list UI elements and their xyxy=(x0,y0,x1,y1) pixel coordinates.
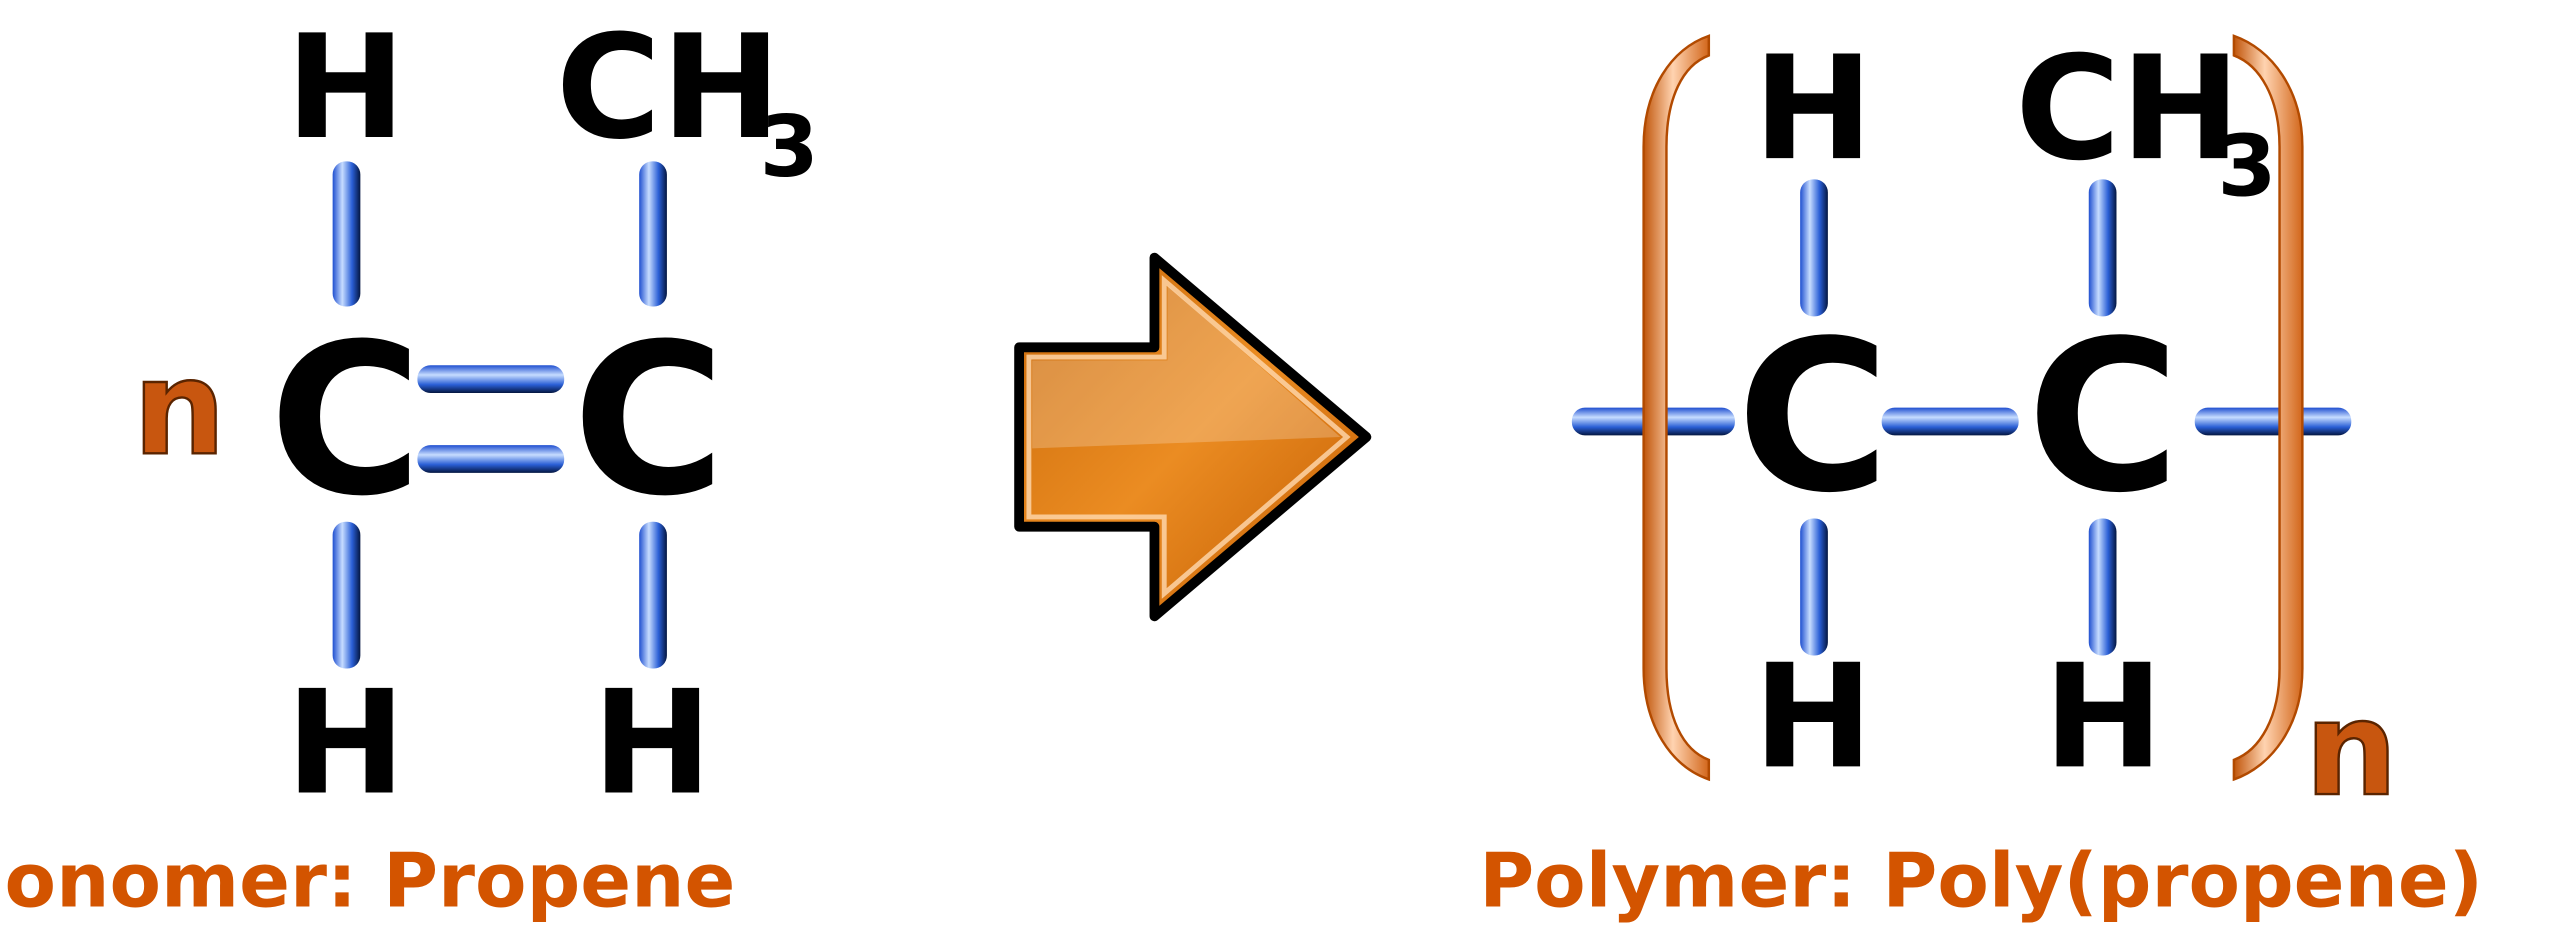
atom-ch3-subscript: 3 xyxy=(2217,117,2276,216)
atom-h-bottom-left: H xyxy=(286,659,406,826)
bond-chain-right xyxy=(2194,407,2352,436)
bond-double-bottom xyxy=(417,445,565,473)
bond-double-top xyxy=(417,365,565,393)
right-bracket xyxy=(2232,34,2304,782)
bond-chain-middle xyxy=(1881,407,2019,436)
left-bracket xyxy=(1642,34,1711,782)
bond-single xyxy=(1800,179,1828,317)
atom-h-bottom-right: H xyxy=(2043,633,2163,800)
atom-h-top: H xyxy=(1753,25,1873,192)
atom-c2: C xyxy=(572,299,725,542)
monomer-label: Monomer: Propene xyxy=(0,837,735,925)
monomer-coefficient: n xyxy=(133,332,226,484)
atom-h-bottom-right: H xyxy=(592,659,712,826)
reaction-arrow-icon xyxy=(1014,252,1372,622)
polymer-label: Polymer: Poly(propene) xyxy=(1479,837,2483,925)
atom-ch3: CH xyxy=(2015,25,2240,192)
atom-c1: C xyxy=(269,299,422,542)
bond-single xyxy=(332,521,361,669)
bond-single xyxy=(2088,179,2117,317)
bond-single xyxy=(639,521,667,669)
polymer-structure: H CH 3 C C H H n Polymer: Poly(propene) xyxy=(1479,25,2483,924)
monomer-structure: n H CH 3 C C H H Monomer: Propene xyxy=(0,4,819,925)
atom-ch3-subscript: 3 xyxy=(760,97,819,196)
atom-h-top: H xyxy=(286,4,406,171)
bond-single xyxy=(639,161,667,307)
atom-c2: C xyxy=(2027,296,2180,539)
polymer-subscript-n: n xyxy=(2305,673,2398,825)
bond-single xyxy=(2088,518,2117,656)
atom-c1: C xyxy=(1737,296,1890,539)
atom-ch3: CH xyxy=(556,4,781,171)
bond-single xyxy=(332,161,361,307)
atom-h-bottom-left: H xyxy=(1753,633,1873,800)
bond-single xyxy=(1800,518,1828,656)
